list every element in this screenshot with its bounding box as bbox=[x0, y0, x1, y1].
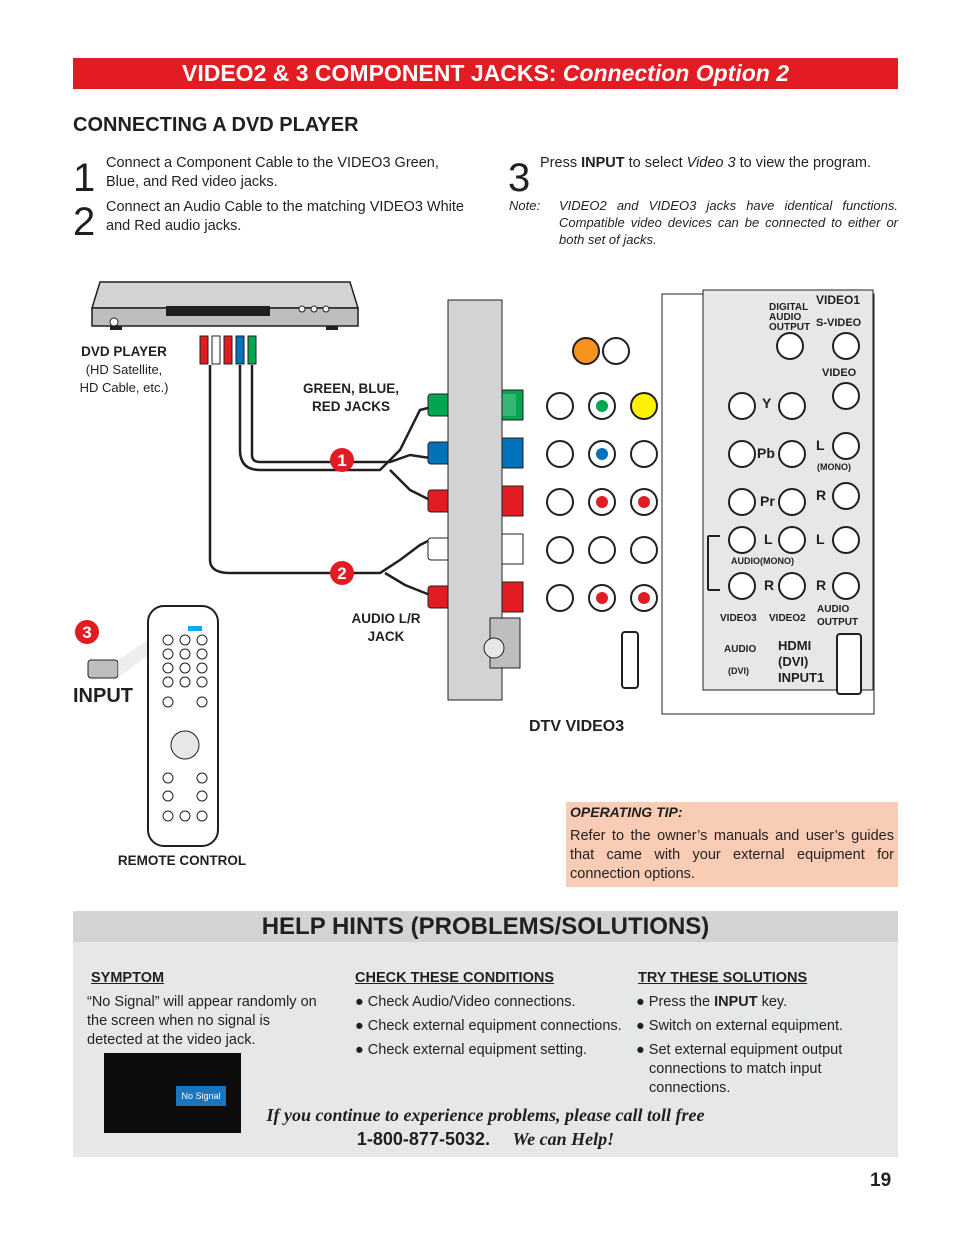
panel-audio: AUDIO bbox=[769, 312, 801, 323]
dvd-player-illustration bbox=[90, 281, 360, 330]
tv-back-panel bbox=[447, 289, 875, 715]
check-conditions-list: ● Check Audio/Video connections. ● Check… bbox=[355, 993, 625, 1065]
page-number: 19 bbox=[870, 1170, 892, 1191]
panel-video: VIDEO bbox=[822, 367, 857, 379]
cables bbox=[208, 365, 441, 597]
green-blue-red-label: GREEN, BLUE, RED JACKS bbox=[302, 381, 399, 414]
check-item: ● Check external equipment connections. bbox=[355, 1018, 622, 1034]
panel-video3: VIDEO3 bbox=[720, 613, 757, 624]
no-signal-badge: No Signal bbox=[176, 1086, 226, 1106]
symptom-text: “No Signal” will appear randomly on the … bbox=[87, 994, 317, 1048]
check-conditions-header: CHECK THESE CONDITIONS bbox=[355, 970, 554, 986]
check-item: ● Check Audio/Video connections. bbox=[355, 994, 576, 1010]
marker-1: 1 bbox=[337, 451, 346, 470]
panel-output: OUTPUT bbox=[769, 322, 810, 333]
panel-pr: Pr bbox=[760, 493, 775, 509]
connection-diagram: DIGITAL AUDIO OUTPUT VIDEO1 S-VIDEO VIDE… bbox=[75, 281, 875, 847]
step-1-number: 1 bbox=[73, 156, 96, 200]
panel-r-right: R bbox=[816, 487, 826, 503]
header-title: VIDEO2 & 3 COMPONENT JACKS: bbox=[182, 60, 557, 86]
step-markers: 1 2 3 bbox=[75, 448, 354, 644]
step-1-text: Connect a Component Cable to the VIDEO3 … bbox=[106, 155, 439, 190]
operating-tip-title: OPERATING TIP: bbox=[570, 804, 683, 820]
solutions-header: TRY THESE SOLUTIONS bbox=[638, 970, 808, 986]
solution-item: ● Press the INPUT key. bbox=[636, 994, 788, 1010]
note-text: VIDEO2 and VIDEO3 jacks have identical f… bbox=[559, 198, 898, 247]
step-3-number: 3 bbox=[508, 156, 531, 200]
solutions-list: ● Press the INPUT key. ● Switch on exter… bbox=[636, 993, 886, 1103]
input-button-illustration bbox=[87, 659, 119, 679]
operating-tip-text: Refer to the owner’s manuals and user’s … bbox=[570, 828, 894, 882]
section-title: CONNECTING A DVD PLAYER bbox=[73, 114, 359, 136]
panel-audio-output-1: AUDIO bbox=[817, 604, 849, 615]
panel-audio-dvi: AUDIO bbox=[724, 644, 756, 655]
solution-item: ● Set external equipment output connecti… bbox=[636, 1042, 843, 1096]
panel-video2: VIDEO2 bbox=[769, 613, 806, 624]
step-2-text: Connect an Audio Cable to the matching V… bbox=[106, 199, 464, 234]
panel-l-right2: L bbox=[816, 531, 825, 547]
panel-hdmi: HDMI bbox=[778, 638, 811, 653]
dvd-player-label: DVD PLAYER (HD Satellite, HD Cable, etc.… bbox=[79, 344, 169, 395]
panel-input1: INPUT1 bbox=[778, 670, 824, 685]
panel-l-right: L bbox=[816, 437, 825, 453]
input-label: INPUT bbox=[73, 685, 133, 707]
panel-dvi: (DVI) bbox=[728, 666, 749, 676]
remote-control-label: REMOTE CONTROL bbox=[117, 853, 247, 868]
dtv-video3-label: DTV VIDEO3 bbox=[529, 718, 625, 735]
marker-2: 2 bbox=[337, 564, 346, 583]
step-3-text: Press INPUT to select Video 3 to view th… bbox=[540, 155, 871, 171]
panel-hdmi-dvi: (DVI) bbox=[778, 654, 808, 669]
panel-svideo: S-VIDEO bbox=[816, 317, 862, 329]
panel-audio-mono: AUDIO(MONO) bbox=[731, 556, 794, 566]
panel-digital: DIGITAL bbox=[769, 302, 808, 313]
help-hints-title: HELP HINTS (PROBLEMS/SOLUTIONS) bbox=[73, 911, 898, 942]
operating-tip-box: OPERATING TIP: Refer to the owner’s manu… bbox=[566, 802, 898, 887]
panel-audio-output-2: OUTPUT bbox=[817, 617, 858, 628]
panel-r: R bbox=[764, 577, 774, 593]
check-item: ● Check external equipment setting. bbox=[355, 1042, 588, 1058]
help-footer-line1: If you continue to experience problems, … bbox=[266, 1105, 705, 1125]
panel-video1: VIDEO1 bbox=[816, 293, 860, 307]
audio-lr-label: AUDIO L/R JACK bbox=[351, 611, 421, 644]
panel-y: Y bbox=[762, 395, 772, 411]
remote-control-illustration bbox=[147, 605, 219, 847]
panel-mono: (MONO) bbox=[817, 462, 851, 472]
help-footer-line2: 1-800-877-5032. We can Help! bbox=[73, 1129, 898, 1150]
panel-labels: DIGITAL AUDIO OUTPUT VIDEO1 S-VIDEO VIDE… bbox=[720, 293, 862, 685]
solution-item: ● Switch on external equipment. bbox=[636, 1018, 844, 1034]
we-can-help: We can Help! bbox=[512, 1129, 615, 1149]
panel-r-right2: R bbox=[816, 577, 826, 593]
panel-l: L bbox=[764, 531, 773, 547]
dvd-cable-plugs bbox=[199, 335, 257, 365]
no-signal-screen: No Signal bbox=[104, 1053, 241, 1133]
page-header-bar: VIDEO2 & 3 COMPONENT JACKS: Connection O… bbox=[73, 58, 898, 89]
step-2-number: 2 bbox=[73, 200, 96, 244]
symptom-header: SYMPTOM bbox=[91, 970, 165, 986]
toll-free-phone: 1-800-877-5032. bbox=[356, 1129, 490, 1149]
panel-pb: Pb bbox=[757, 445, 775, 461]
header-title-italic: Connection Option 2 bbox=[562, 60, 789, 86]
note-label: Note: bbox=[509, 198, 541, 213]
marker-3: 3 bbox=[82, 623, 91, 642]
